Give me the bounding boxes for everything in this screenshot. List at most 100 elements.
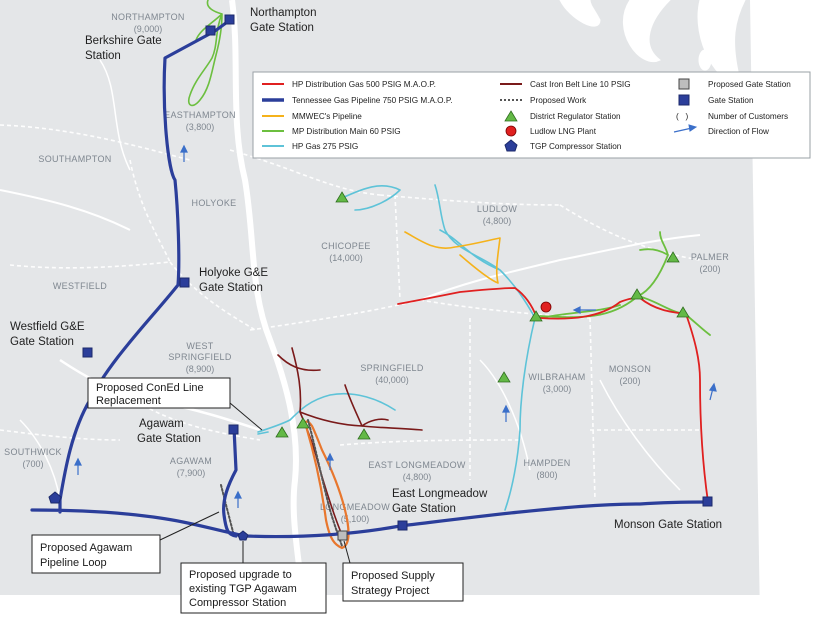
gate-station-marker — [224, 14, 235, 25]
town-customer-count: (4,800) — [403, 472, 432, 482]
tgp-compressor-marker — [48, 491, 62, 504]
town-name: EASTHAMPTON — [164, 110, 236, 120]
pipelines — [30, 0, 711, 550]
callout-text: Proposed Agawam — [40, 542, 132, 554]
regulator-marker — [630, 288, 644, 300]
legend-label: Cast Iron Belt Line 10 PSIG — [530, 80, 631, 89]
legend-label: HP Distribution Gas 500 PSIG M.A.O.P. — [292, 80, 436, 89]
town-name: LUDLOW — [477, 204, 518, 214]
callout-leader — [343, 540, 351, 564]
town-customer-count: (800) — [536, 470, 557, 480]
legend-swatch-flow — [673, 124, 698, 133]
hp-distribution-500-line — [397, 287, 709, 503]
legend-label: Direction of Flow — [708, 127, 769, 136]
station-label: Agawam — [139, 418, 184, 430]
station-label: East Longmeadow — [392, 488, 488, 500]
gate-station-marker — [702, 496, 713, 507]
callout-box — [342, 562, 464, 602]
callout-text: Proposed Supply — [351, 570, 435, 582]
callout-text: Strategy Project — [351, 585, 429, 597]
callout-text: Replacement — [96, 395, 161, 407]
legend-label: MP Distribution Main 60 PSIG — [292, 127, 401, 136]
mp-distribution-main-east — [539, 231, 711, 336]
flow-arrow — [180, 144, 188, 162]
station-label: Gate Station — [199, 282, 263, 294]
station-label: Holyoke G&E — [199, 267, 268, 279]
town-name: SOUTHAMPTON — [38, 154, 111, 164]
regulator-marker — [296, 417, 310, 429]
town-name: LONGMEADOW — [320, 502, 390, 512]
flow-arrow — [708, 382, 717, 401]
town-name: WESTFIELD — [53, 281, 107, 291]
legend-swatch-gate — [678, 94, 690, 106]
gate-station-marker — [82, 347, 93, 358]
proposed-gate-station-marker — [337, 530, 348, 541]
tennessee-gas-pipeline — [30, 18, 710, 539]
town-customer-count: (7,900) — [177, 468, 206, 478]
gate-station-marker — [397, 520, 408, 531]
legend-swatch-lng — [505, 125, 517, 137]
callout-text: Proposed ConEd Line — [96, 382, 204, 394]
callout-text: Compressor Station — [189, 597, 286, 609]
flow-arrow — [572, 306, 596, 314]
town-customer-count: (700) — [22, 459, 43, 469]
station-label: Gate Station — [137, 433, 201, 445]
flow-arrows — [74, 144, 717, 508]
town-customer-count: (40,000) — [375, 375, 409, 385]
town-customer-count: (200) — [619, 376, 640, 386]
town-name: WILBRAHAM — [528, 372, 585, 382]
tgp-compressor-marker — [237, 530, 249, 541]
map-legend: HP Distribution Gas 500 PSIG M.A.O.P. Te… — [252, 71, 811, 159]
callout-box — [87, 377, 231, 409]
callout-supply: Proposed Supply Strategy Project — [342, 540, 464, 602]
legend-label: District Regulator Station — [530, 112, 621, 121]
station-label: Berkshire Gate — [85, 35, 162, 47]
station-label: Gate Station — [10, 336, 74, 348]
legend-label: TGP Compressor Station — [530, 142, 622, 151]
ludlow-lng-plant-marker — [540, 301, 552, 313]
legend-swatch-compressor — [504, 139, 518, 152]
town-name: WEST — [186, 341, 213, 351]
legend-label: Ludlow LNG Plant — [530, 127, 597, 136]
hp-gas-275-line — [257, 184, 536, 511]
mmwec-pipeline — [404, 231, 501, 284]
legend-label: Tennessee Gas Pipeline 750 PSIG M.A.O.P. — [292, 96, 453, 105]
callout-text: Proposed upgrade to — [189, 569, 292, 581]
town-customer-count: (5,100) — [341, 514, 370, 524]
town-name: SPRINGFIELD — [168, 352, 232, 362]
town-customer-count: (200) — [699, 264, 720, 274]
legend-label: MMWEC's Pipeline — [292, 112, 362, 121]
town-customer-count: (3,000) — [543, 384, 572, 394]
regulator-marker — [357, 428, 371, 440]
town-name: EAST LONGMEADOW — [368, 460, 466, 470]
town-customer-count: (4,800) — [483, 216, 512, 226]
station-label: Westfield G&E — [10, 321, 85, 333]
callout-box — [180, 562, 327, 614]
callout-leader — [229, 402, 263, 431]
town-customer-count: (8,900) — [186, 364, 215, 374]
regulator-marker — [335, 191, 349, 203]
legend-swatch-regulator — [504, 110, 518, 122]
station-label: Northampton — [250, 7, 316, 19]
callout-coned: Proposed ConEd Line Replacement — [87, 377, 263, 431]
station-label: Gate Station — [250, 22, 314, 34]
callout-box — [31, 534, 161, 574]
proposed-supply-strategy-route — [304, 420, 350, 550]
legend-swatch-customers: ( ) — [676, 112, 689, 121]
station-label: Monson Gate Station — [614, 519, 722, 531]
town-name: MONSON — [609, 364, 651, 374]
town-customer-count: (14,000) — [329, 253, 363, 263]
town-name: AGAWAM — [170, 456, 212, 466]
flow-arrow — [502, 404, 510, 422]
district-regulator-stations — [275, 191, 690, 440]
callout-text: Pipeline Loop — [40, 557, 107, 569]
legend-box — [252, 71, 811, 159]
town-name: SOUTHWICK — [4, 447, 62, 457]
town-customer-count: (9,000) — [134, 24, 163, 34]
town-name: HOLYOKE — [192, 198, 237, 208]
cast-iron-belt-line — [277, 347, 423, 531]
town-name: HAMPDEN — [523, 458, 570, 468]
callout-text: existing TGP Agawam — [189, 583, 297, 595]
gate-station-marker — [179, 277, 190, 288]
